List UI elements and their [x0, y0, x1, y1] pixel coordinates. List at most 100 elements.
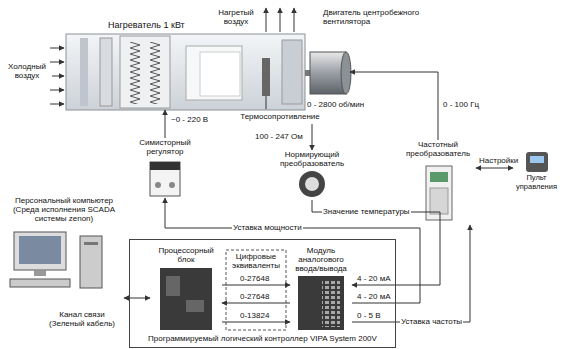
analog-io-module-icon-part	[298, 276, 344, 330]
signal-range: 4 - 20 мА	[356, 292, 392, 301]
triac-regulator-icon-part	[155, 182, 161, 188]
connector	[352, 225, 470, 322]
hot-air-arrows-part	[266, 8, 267, 32]
heater: Нагреватель 1 кВт	[120, 34, 170, 110]
connector	[222, 303, 290, 304]
connector	[476, 168, 513, 169]
node-label: Термосопротивление	[236, 112, 324, 121]
hot-air-arrows	[266, 8, 294, 32]
edge-label: 0-27648	[239, 274, 270, 283]
heater-coils-part	[130, 42, 140, 104]
control-panel-icon-part	[530, 156, 544, 163]
air-duct-part	[186, 46, 242, 100]
frequency-converter-icon-part	[430, 188, 448, 214]
motor-symbol	[305, 52, 351, 94]
connector	[124, 298, 150, 299]
computer-icon-part	[80, 236, 102, 288]
triac-regulator-icon	[150, 162, 180, 196]
signal-range: 0 - 5 В	[356, 311, 382, 320]
computer-icon-part	[10, 279, 70, 287]
connector	[165, 110, 166, 138]
computer-icon-part	[19, 236, 61, 264]
personal-computer: Персональный компьютер (Среда исполнения…	[4, 196, 124, 306]
label-holder: 0-27648	[239, 274, 270, 283]
label-holder: Нагретый воздух	[212, 8, 260, 26]
air-duct	[66, 34, 305, 110]
thermistor: Термосопротивление	[236, 112, 324, 124]
node-label: Двигатель центробежного вентилятора	[323, 8, 441, 26]
edge-label: 0 - 100 Гц	[442, 100, 480, 109]
label-holder: Холодный воздух	[4, 62, 50, 80]
thermistor-symbol-part	[266, 96, 267, 109]
cpu-module-icon-part	[160, 268, 212, 330]
label-holder: 100 - 247 Ом	[254, 132, 304, 141]
control-panel: Пульт управления	[513, 150, 560, 196]
triac-regulator-icon-part	[169, 182, 175, 188]
thermistor-symbol	[262, 58, 270, 109]
edge-label: Значение температуры	[322, 207, 411, 216]
node-label: Нагреватель 1 кВт	[108, 20, 158, 30]
thermistor-symbol-part	[262, 58, 270, 96]
edge-label: ~0 - 220 В	[170, 115, 209, 124]
cold-air-arrows-part	[50, 48, 64, 49]
label-holder: Канал связи (Зеленый кабель)	[40, 310, 124, 328]
control-panel-icon	[526, 152, 548, 172]
cold-air-arrows-part	[52, 76, 64, 77]
connector	[312, 124, 313, 150]
label-holder: 0 - 5 В	[356, 311, 382, 320]
cpu-module-icon-part	[166, 276, 180, 296]
frequency-converter: Частотный преобразователь	[400, 140, 476, 225]
motor-symbol-part	[341, 52, 351, 94]
computer-icon-part	[84, 242, 98, 245]
label-holder: 4 - 20 мА	[356, 274, 392, 283]
node-label: Процессорный блок	[150, 246, 222, 264]
label-holder: Уставка мощности	[232, 223, 303, 232]
node-label: Частотный преобразователь	[400, 140, 476, 158]
label-holder: 0-27648	[239, 292, 270, 301]
node-label: Персональный компьютер (Среда исполнения…	[4, 196, 124, 224]
air-inlet-label: Холодный воздух	[4, 62, 50, 80]
node-label: Пульт управления	[513, 174, 560, 191]
frequency-converter-icon-part	[430, 172, 448, 182]
computer-icon	[10, 232, 102, 288]
triac-regulator: Симисторный регулятор	[125, 138, 205, 198]
hot-air-arrows-part	[294, 8, 295, 32]
edge-label: Канал связи (Зеленый кабель)	[40, 310, 124, 328]
air-duct-part	[282, 40, 302, 104]
triac-regulator-icon-part	[150, 162, 180, 196]
normalizing-converter-icon-part	[305, 177, 319, 191]
edge-label: Уставка частоты	[400, 317, 463, 326]
cpu-module-icon-part	[186, 300, 204, 312]
control-panel-icon-part	[526, 152, 548, 172]
air-outlet-label: Нагретый воздух	[212, 8, 260, 26]
air-duct-part	[80, 38, 88, 106]
node-label: Нормирующий преобразователь	[262, 150, 362, 168]
heater-coils-part	[120, 36, 170, 108]
air-duct-part	[66, 34, 305, 110]
cold-air-arrows-part	[50, 90, 64, 91]
normalizing-converter: Нормирующий преобразователь	[262, 150, 362, 200]
dashed-bracket	[226, 250, 286, 330]
label-holder: 4 - 20 мА	[356, 292, 392, 301]
label-holder: Уставка частоты	[400, 317, 463, 326]
computer-icon-part	[14, 232, 66, 270]
node-label: Программируемый логический контроллер VI…	[130, 334, 395, 343]
analog-io-module-icon	[298, 276, 344, 330]
label-holder: 0 - 100 Гц	[442, 100, 480, 109]
label-holder: Значение температуры	[322, 207, 411, 216]
label-holder: Цифровые эквиваленты	[227, 252, 285, 270]
bracket-label: Цифровые эквиваленты	[227, 252, 285, 270]
computer-icon-part	[34, 270, 46, 276]
normalizing-converter-icon-part	[299, 171, 325, 197]
analog-io-module: Модуль аналогового ввода/вывода	[290, 246, 352, 332]
signal-range: 4 - 20 мА	[356, 274, 392, 283]
edge-label: 0-27648	[239, 292, 270, 301]
node-label: Симисторный регулятор	[125, 138, 205, 156]
edge-label: Уставка мощности	[232, 223, 303, 232]
node-label: Модуль аналогового ввода/вывода	[290, 246, 352, 274]
